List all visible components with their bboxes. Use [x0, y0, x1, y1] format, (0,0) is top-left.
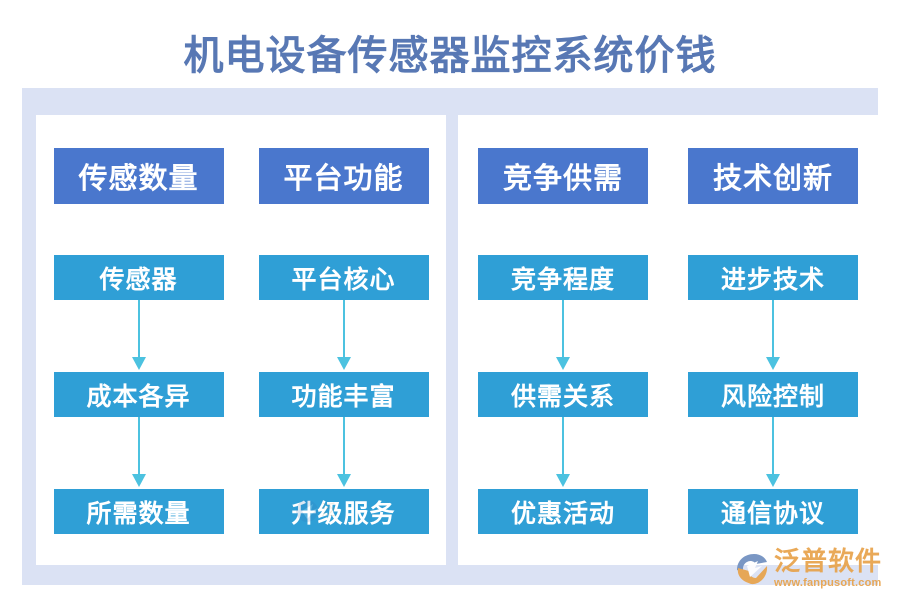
node-cost-varies[interactable]: 成本各异: [53, 372, 224, 417]
node-competition-degree[interactable]: 竞争程度: [478, 255, 648, 300]
node-communication-protocol[interactable]: 通信协议: [688, 489, 858, 534]
node-platform-core[interactable]: 平台核心: [258, 255, 429, 300]
node-required-quantity[interactable]: 所需数量: [53, 489, 224, 534]
arrow-down-icon: [478, 417, 648, 489]
node-advanced-technology[interactable]: 进步技术: [688, 255, 858, 300]
arrow-down-icon: [688, 417, 858, 489]
left-panel: 传感数量 传感器 成本各异 所需数量 平台功能 平台核心 功能丰富 升级服务: [36, 115, 446, 565]
fanpu-logo-icon: [736, 554, 768, 585]
header-node-platform-function[interactable]: 平台功能: [258, 148, 429, 204]
right-panel: 竞争供需 竞争程度 供需关系 优惠活动 技术创新 进步技术 风险控制 通信协议: [458, 115, 878, 565]
node-rich-features[interactable]: 功能丰富: [258, 372, 429, 417]
column-technology-innovation: 技术创新 进步技术 风险控制 通信协议: [668, 115, 878, 565]
node-promotion-activity[interactable]: 优惠活动: [478, 489, 648, 534]
column-sensor-quantity: 传感数量 传感器 成本各异 所需数量: [36, 115, 241, 565]
header-node-competition-supply[interactable]: 竞争供需: [478, 148, 648, 204]
node-sensor[interactable]: 传感器: [53, 255, 224, 300]
arrow-down-icon: [54, 417, 224, 489]
column-platform-function: 平台功能 平台核心 功能丰富 升级服务: [241, 115, 446, 565]
diagram-panels: 传感数量 传感器 成本各异 所需数量 平台功能 平台核心 功能丰富 升级服务: [36, 115, 878, 565]
arrow-down-icon: [259, 300, 429, 372]
node-risk-control[interactable]: 风险控制: [688, 372, 858, 417]
header-node-technology-innovation[interactable]: 技术创新: [688, 148, 858, 204]
arrow-down-icon: [688, 300, 858, 372]
node-supply-demand-relation[interactable]: 供需关系: [478, 372, 648, 417]
brand-name: 泛普软件: [773, 547, 882, 576]
brand-logo: 泛普软件 www.fanpusoft.com: [734, 546, 882, 592]
column-competition-supply: 竞争供需 竞争程度 供需关系 优惠活动: [458, 115, 668, 565]
arrow-down-icon: [478, 300, 648, 372]
arrow-down-icon: [259, 417, 429, 489]
page-title: 机电设备传感器监控系统价钱: [183, 33, 717, 78]
header-node-sensor-quantity[interactable]: 传感数量: [53, 148, 224, 204]
arrow-down-icon: [54, 300, 224, 372]
brand-url: www.fanpusoft.com: [773, 577, 882, 589]
node-upgrade-service[interactable]: 升级服务: [258, 489, 429, 534]
